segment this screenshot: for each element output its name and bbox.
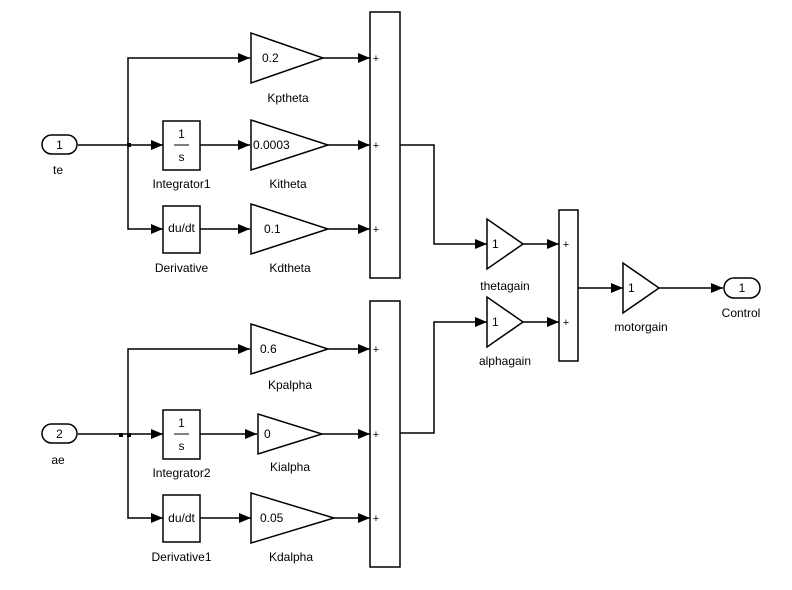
gain-kdtheta-label: Kdtheta: [269, 261, 311, 275]
gain-alphagain[interactable]: 1: [486, 295, 525, 349]
gain-thetagain-value: 1: [492, 237, 499, 251]
gain-kptheta-label: Kptheta: [267, 91, 309, 105]
inport-te[interactable]: 1: [41, 134, 78, 155]
sum-alpha-sign-3: +: [373, 513, 379, 525]
inport-ae[interactable]: 2: [41, 423, 78, 444]
integrator1-denominator: s: [179, 150, 185, 164]
gain-kialpha[interactable]: 0: [257, 412, 325, 456]
sum-output-sign-1: +: [563, 239, 569, 251]
gain-kitheta-value: 0.0003: [253, 138, 290, 152]
sum-theta-sign-3: +: [373, 224, 379, 236]
integrator2-block[interactable]: 1 s: [162, 409, 201, 460]
gain-kialpha-value: 0: [264, 427, 271, 441]
gain-alphagain-value: 1: [492, 315, 499, 329]
derivative1-label: Derivative1: [151, 550, 211, 564]
gain-kdalpha-label: Kdalpha: [269, 550, 313, 564]
integrator2-label: Integrator2: [152, 466, 210, 480]
outport-control-label: Control: [722, 306, 761, 320]
inport-te-label: te: [53, 163, 63, 177]
integrator1-numerator: 1: [178, 127, 185, 141]
gain-kitheta-label: Kitheta: [269, 177, 307, 191]
inport-ae-number: 2: [56, 427, 63, 441]
gain-thetagain[interactable]: 1: [486, 217, 525, 271]
gain-kdalpha[interactable]: 0.05: [250, 491, 337, 545]
sum-alpha-sign-2: +: [373, 429, 379, 441]
gain-kpalpha-label: Kpalpha: [268, 378, 312, 392]
derivative-block[interactable]: du/dt: [162, 205, 201, 254]
sum-output-sign-2: +: [563, 317, 569, 329]
derivative1-block[interactable]: du/dt: [162, 494, 201, 543]
signal-lines: [78, 53, 723, 523]
inport-ae-label: ae: [51, 453, 65, 467]
gain-motorgain[interactable]: 1: [622, 261, 661, 315]
gain-kitheta[interactable]: 0.0003: [250, 118, 331, 172]
outport-control-number: 1: [739, 281, 746, 295]
derivative-label: Derivative: [155, 261, 209, 275]
sum-output-block[interactable]: + +: [558, 209, 579, 362]
outport-control[interactable]: 1: [723, 277, 761, 299]
sum-alpha-block[interactable]: + + +: [369, 300, 401, 568]
integrator1-label: Integrator1: [152, 177, 210, 191]
gain-alphagain-label: alphagain: [479, 354, 531, 368]
derivative1-symbol: du/dt: [168, 511, 195, 525]
gain-kpalpha[interactable]: 0.6: [250, 322, 331, 376]
integrator2-denominator: s: [179, 439, 185, 453]
sum-theta-sign-1: +: [373, 53, 379, 65]
sum-alpha-sign-1: +: [373, 344, 379, 356]
gain-motorgain-value: 1: [628, 281, 635, 295]
gain-kpalpha-value: 0.6: [260, 342, 277, 356]
gain-kdtheta-value: 0.1: [264, 222, 281, 236]
integrator1-block[interactable]: 1 s: [162, 120, 201, 171]
gain-kdtheta[interactable]: 0.1: [250, 202, 331, 256]
gain-kptheta[interactable]: 0.2: [250, 31, 326, 85]
sum-theta-sign-2: +: [373, 140, 379, 152]
branch-points: [119, 143, 131, 437]
inport-te-number: 1: [56, 138, 63, 152]
integrator2-numerator: 1: [178, 416, 185, 430]
derivative-symbol: du/dt: [168, 221, 195, 235]
gain-kdalpha-value: 0.05: [260, 511, 284, 525]
gain-kialpha-label: Kialpha: [270, 460, 310, 474]
gain-motorgain-label: motorgain: [614, 320, 667, 334]
gain-kptheta-value: 0.2: [262, 51, 279, 65]
gain-thetagain-label: thetagain: [480, 279, 529, 293]
sum-theta-block[interactable]: + + +: [369, 11, 401, 279]
